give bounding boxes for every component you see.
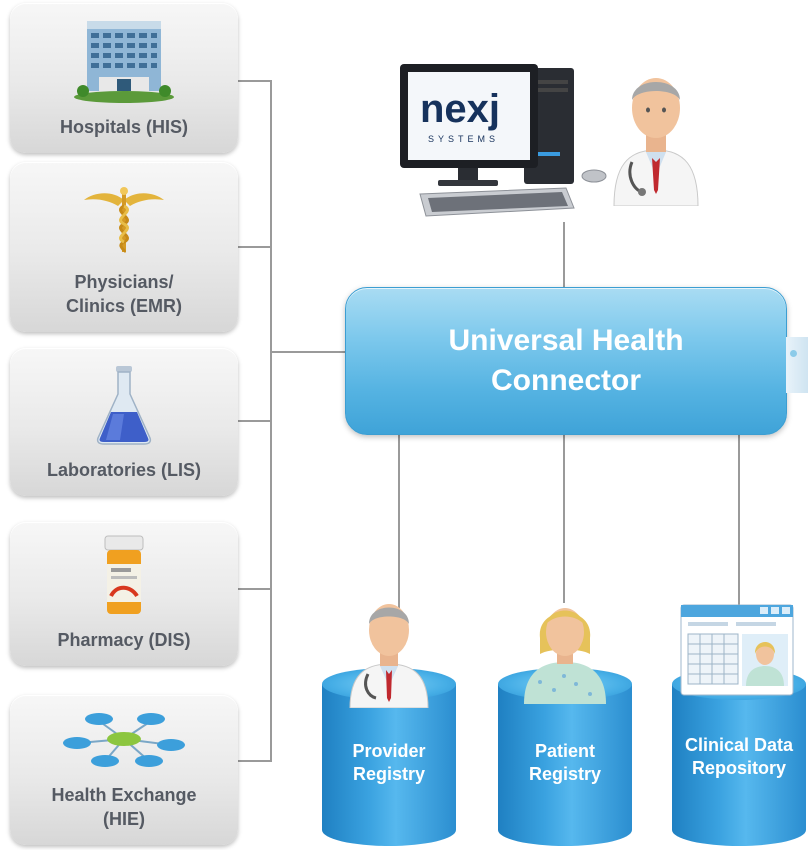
patient-registry-cylinder: Patient Registry [498,668,632,846]
flask-icon [96,366,152,445]
cylinder-label: Clinical Data Repository [684,735,794,778]
hub-to-patient-link [563,433,565,603]
bus-to-hub-link [270,351,346,353]
cylinder-label: Provider Registry [352,741,426,784]
caduceus-icon [84,187,164,254]
source-label: Health Exchange (HIE) [51,785,197,829]
universal-health-connector: Universal Health Connector [345,287,787,435]
source-card-laboratories: Laboratories (LIS) [10,348,238,496]
hub-title: Universal Health Connector [448,324,684,397]
window-record-icon [680,604,794,696]
source-card-health-exchange: Health Exchange (HIE) [10,695,238,845]
source-link-5 [238,760,272,762]
brand-text: nexj [420,87,500,131]
pill-bottle-icon [104,535,144,614]
cylinder-label: Patient Registry [528,741,602,784]
hospital-icon [74,21,174,103]
doctor-icon [349,604,429,708]
workstation-icon: nexj SYSTEMS [400,64,607,217]
source-link-1 [238,80,272,82]
patient-icon [524,608,606,704]
cylinder-body [322,684,456,846]
source-card-pharmacy: Pharmacy (DIS) [10,522,238,666]
source-link-3 [238,420,272,422]
provider-registry-cylinder: Provider Registry [322,668,456,846]
source-card-hospitals: Hospitals (HIS) [10,3,238,153]
doctor-icon [613,78,699,206]
cylinder-body [672,684,806,846]
workstation-to-hub-link [563,222,565,288]
hub-edge-dot [790,350,797,357]
source-card-physicians: Physicians/ Clinics (EMR) [10,162,238,332]
source-label: Physicians/ Clinics (EMR) [65,272,182,316]
source-label: Laboratories (LIS) [46,460,202,480]
cylinder-body [498,684,632,846]
source-label: Pharmacy (DIS) [57,630,191,650]
network-icon [63,713,185,767]
hub-to-provider-link [398,433,400,608]
brand-subtext: SYSTEMS [428,134,499,144]
hub-edge-tab [786,337,808,393]
source-link-4 [238,588,272,590]
source-label: Hospitals (HIS) [59,117,188,137]
source-link-2 [238,246,272,248]
hub-to-clinical-link [738,433,740,605]
